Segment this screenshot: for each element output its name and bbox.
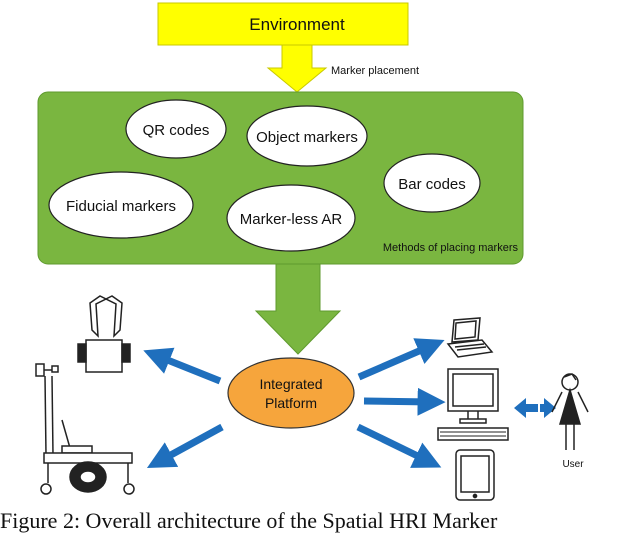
method-fiducial-markers: Fiducial markers: [48, 171, 194, 239]
method-label: QR codes: [143, 122, 210, 139]
methods-to-platform-arrow: [254, 263, 342, 355]
method-label: Marker-less AR: [240, 211, 343, 228]
desktop-computer-icon: [437, 368, 509, 441]
method-marker-less-ar: Marker-less AR: [226, 184, 356, 252]
platform-line-1: Integrated: [259, 376, 322, 392]
arrow-to-mobile-robot: [146, 423, 224, 469]
platform-line-2: Platform: [265, 395, 317, 411]
arrow-to-laptop: [357, 338, 445, 381]
tablet-icon: [455, 449, 495, 501]
methods-label: Methods of placing markers: [383, 242, 519, 254]
method-qr-codes: QR codes: [125, 99, 227, 159]
method-label: Bar codes: [398, 176, 466, 193]
environment-label: Environment: [249, 15, 345, 34]
computer-user-double-arrow: [514, 398, 556, 418]
robot-gripper-icon: [77, 295, 131, 373]
method-bar-codes: Bar codes: [383, 153, 481, 213]
figure-caption: Figure 2: Overall architecture of the Sp…: [0, 508, 498, 533]
marker-placement-label: Marker placement: [331, 65, 419, 77]
method-object-markers: Object markers: [246, 105, 368, 167]
mobile-robot-icon: [35, 363, 135, 495]
blue-arrows: [143, 338, 446, 469]
method-label: Object markers: [256, 129, 358, 146]
environment-box: Environment: [157, 2, 409, 46]
user-label: User: [562, 459, 584, 470]
integrated-platform: Integrated Platform: [227, 357, 355, 429]
arrow-to-desktop: [363, 387, 446, 416]
laptop-icon: [446, 317, 494, 358]
arrow-to-tablet: [356, 423, 442, 468]
user-icon: [551, 373, 589, 450]
marker-placement-arrow: [266, 44, 328, 93]
arrow-to-gripper-robot: [143, 347, 222, 385]
method-label: Fiducial markers: [66, 198, 176, 215]
